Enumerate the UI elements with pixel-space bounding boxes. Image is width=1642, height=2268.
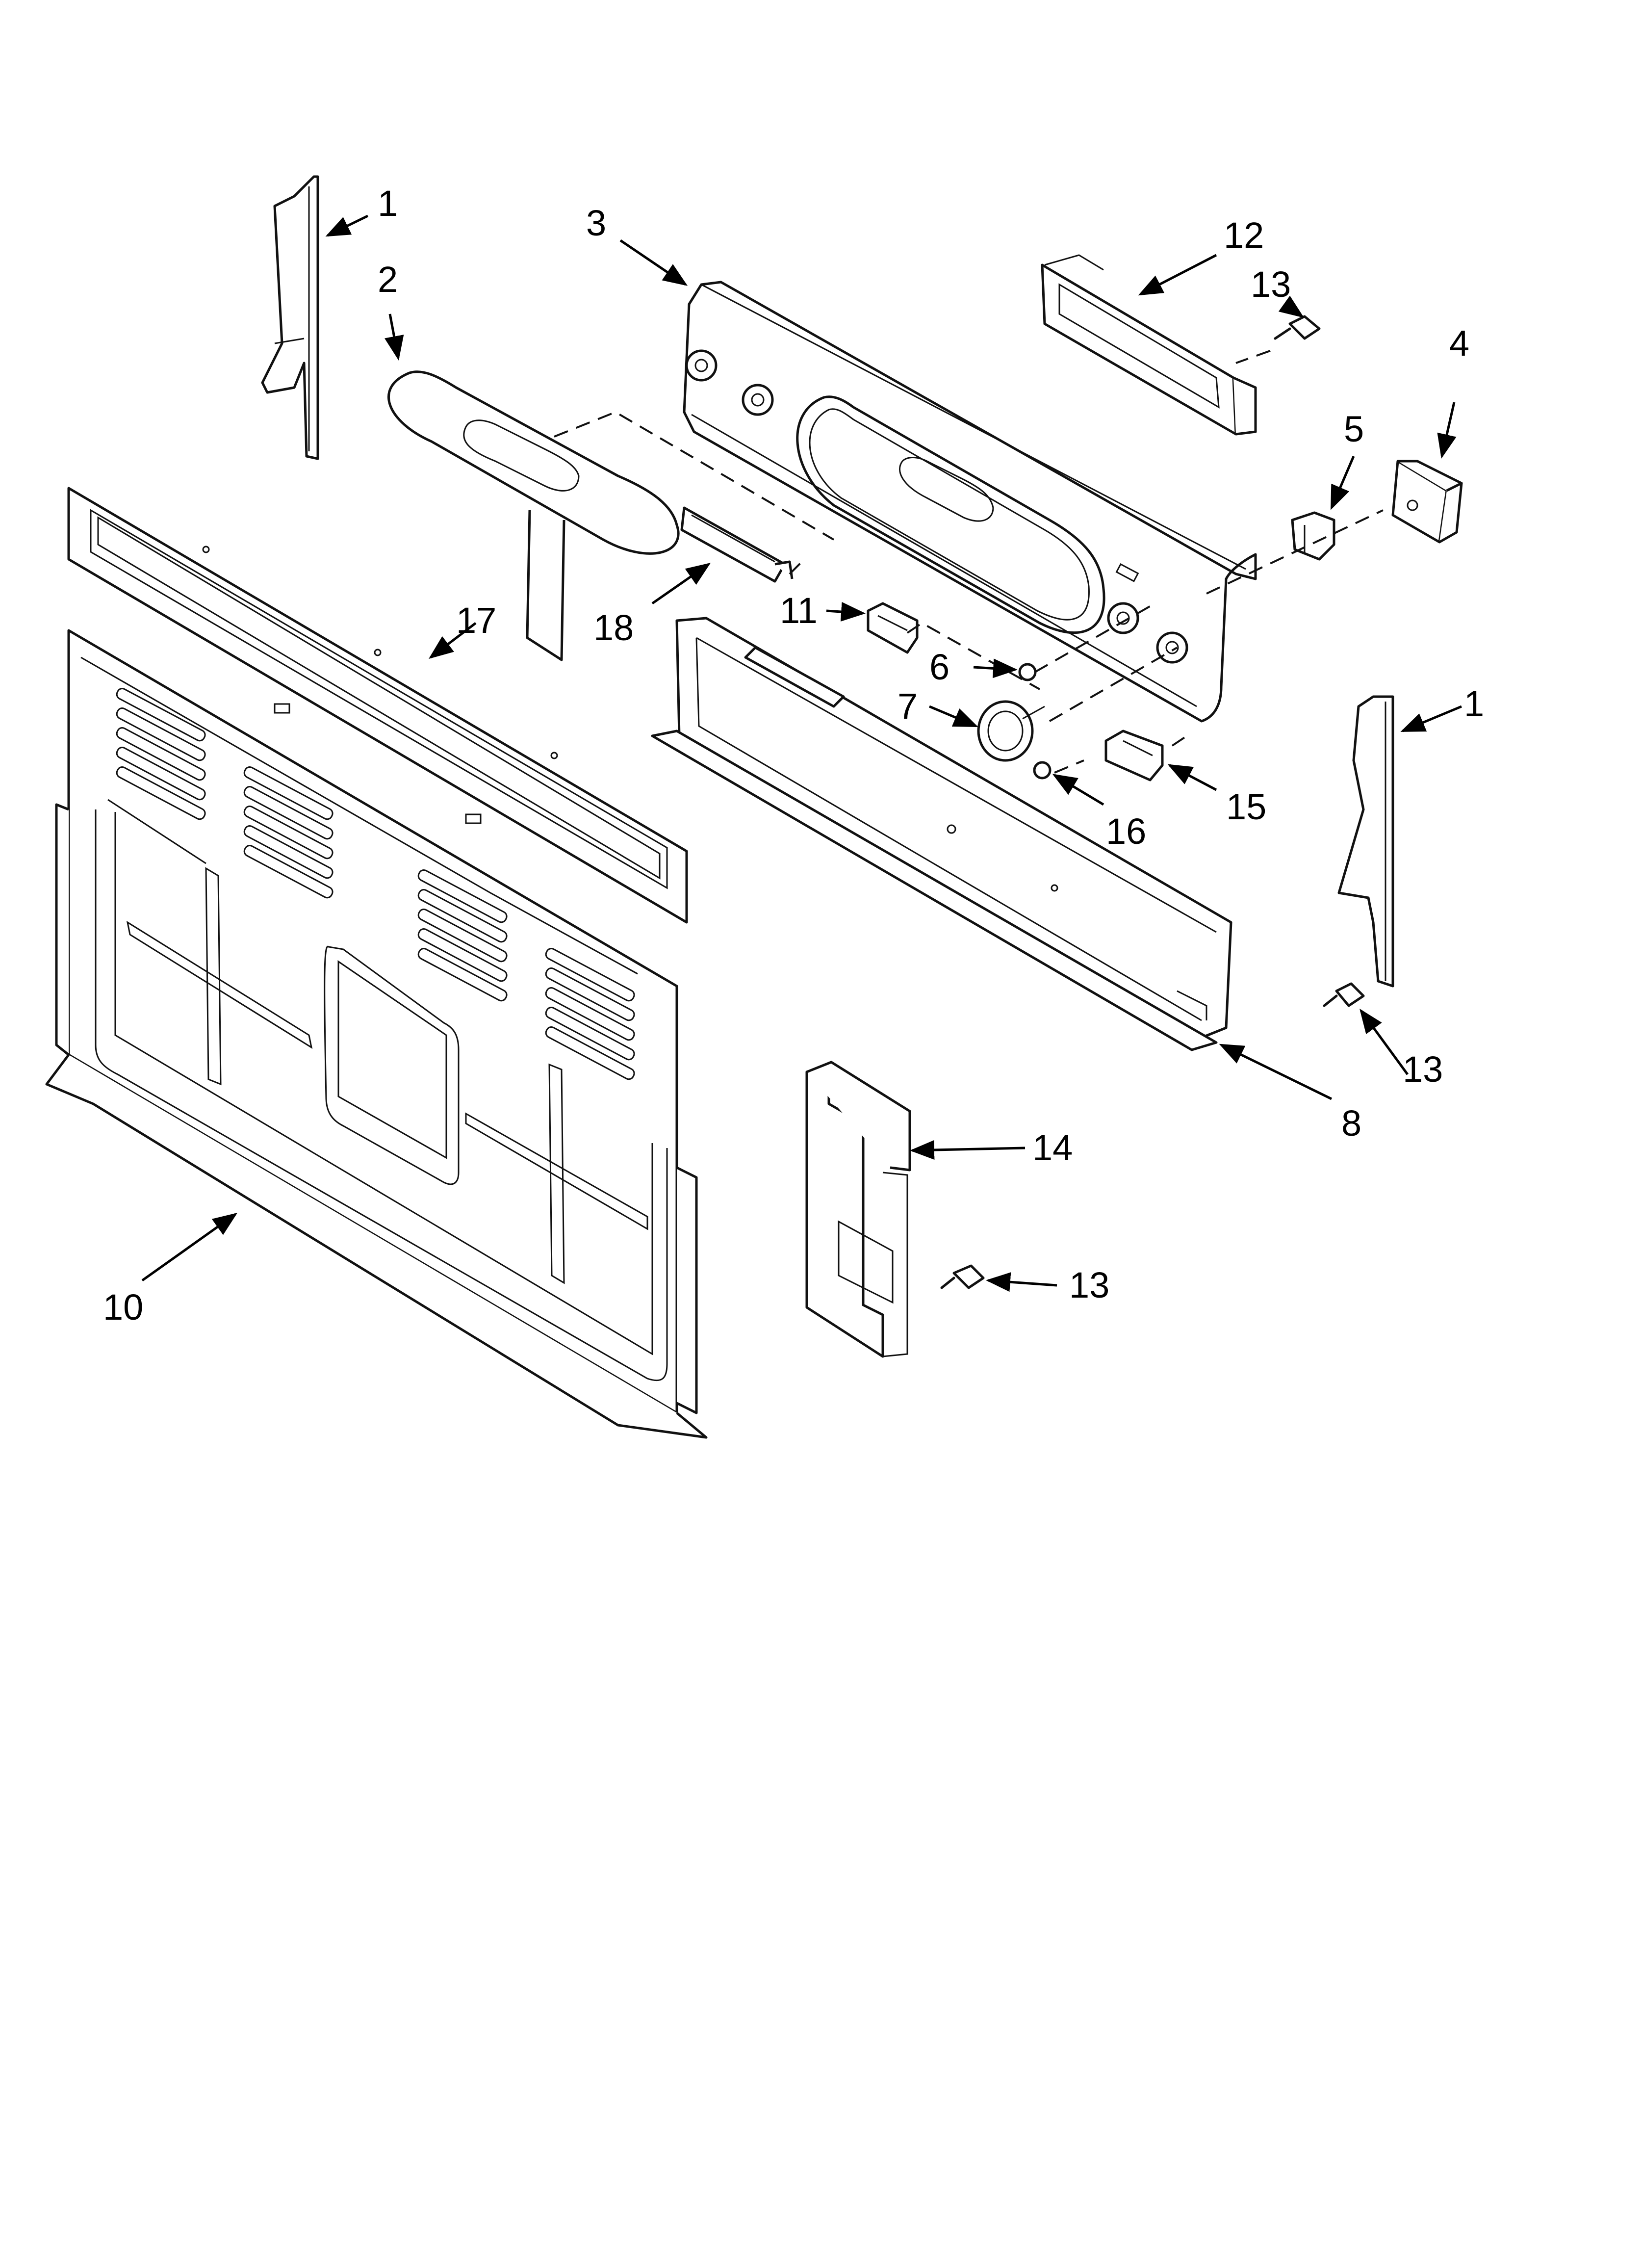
part-5-clip (1291, 511, 1335, 561)
callout-6: 6 (929, 647, 949, 687)
part-13-screw-right (1323, 982, 1365, 1007)
part-14-bracket (805, 1061, 911, 1358)
callout-2: 2 (378, 259, 398, 300)
callout-10: 10 (103, 1287, 143, 1328)
part-11-switch (867, 602, 919, 654)
part-1-side-trim-left (261, 175, 319, 460)
part-2-overlay (387, 370, 680, 661)
part-13-screw-lower (940, 1264, 985, 1289)
part-1-side-trim-right (1337, 695, 1394, 988)
callout-1-right: 1 (1464, 683, 1484, 724)
part-15-switch (1104, 730, 1164, 782)
callout-labels: 1 2 3 12 13 4 5 17 18 11 6 7 1 15 16 13 … (103, 183, 1484, 1328)
part-10-rear-panel (45, 629, 708, 1439)
callout-16: 16 (1106, 811, 1146, 852)
callout-5: 5 (1344, 409, 1364, 449)
part-8-rail (651, 617, 1232, 1051)
part-17-upper-frame (67, 487, 688, 924)
callout-7: 7 (898, 686, 918, 727)
callout-11: 11 (780, 590, 818, 631)
callout-8: 8 (1341, 1103, 1361, 1144)
callout-13-lower: 13 (1069, 1265, 1109, 1305)
part-13-screw-upper (1274, 315, 1321, 340)
callout-3: 3 (586, 203, 606, 243)
callout-17: 17 (456, 600, 496, 641)
part-18-button (680, 506, 794, 583)
part-7-knob (977, 700, 1045, 762)
callout-18: 18 (593, 607, 634, 648)
part-6-screw (1018, 663, 1037, 681)
part-4-switch (1391, 460, 1463, 544)
louvers (116, 688, 635, 1080)
callout-15: 15 (1226, 786, 1266, 827)
callout-13-upper: 13 (1251, 264, 1291, 305)
callout-13-right: 13 (1403, 1049, 1443, 1090)
part-16-screw (1033, 761, 1052, 780)
callout-14: 14 (1032, 1127, 1073, 1168)
part-3-control-panel (683, 281, 1257, 723)
callout-12: 12 (1224, 215, 1264, 256)
callout-4: 4 (1449, 323, 1469, 364)
callout-1-upper: 1 (378, 183, 398, 224)
leader-lines (141, 214, 1462, 1292)
part-12-display-bezel (1041, 254, 1257, 436)
